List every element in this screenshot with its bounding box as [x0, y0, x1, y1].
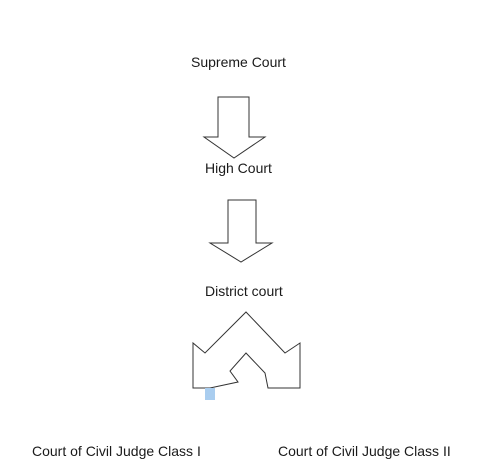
node-district-court: District court [205, 283, 283, 299]
node-civil-judge-class-2: Court of Civil Judge Class II [278, 443, 451, 459]
arrow-high-to-district[interactable] [208, 199, 274, 263]
node-supreme-court: Supreme Court [191, 54, 286, 70]
node-civil-judge-class-1: Court of Civil Judge Class I [32, 443, 201, 459]
node-high-court: High Court [205, 160, 272, 176]
selection-handle[interactable] [205, 388, 215, 400]
arrow-supreme-to-high[interactable] [202, 96, 267, 159]
arrow-district-split[interactable] [192, 311, 301, 389]
